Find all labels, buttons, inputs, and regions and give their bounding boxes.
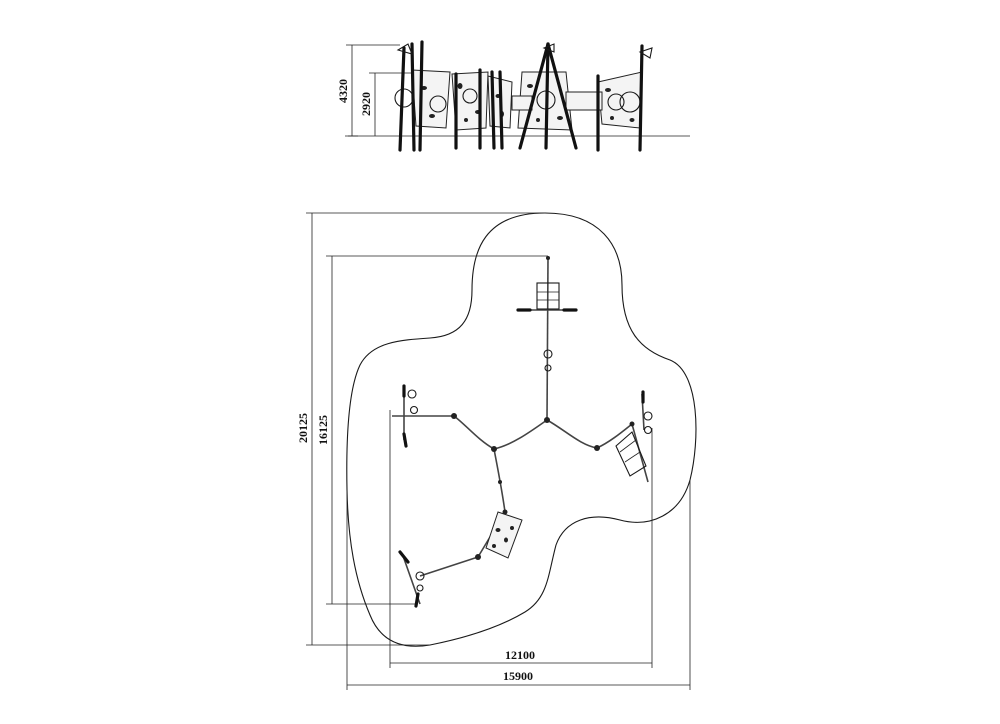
dim-label-20125: 20125 — [296, 413, 310, 443]
plan-hanging-elements — [407, 349, 653, 592]
plan-equipment — [485, 282, 647, 559]
dim-label-12100: 12100 — [505, 648, 535, 662]
plan-rockers — [398, 308, 645, 608]
elevation-posts — [398, 40, 644, 152]
dim-label-2920: 2920 — [359, 92, 373, 116]
plan-view: 20125 16125 12100 15900 — [296, 212, 697, 690]
safety-zone-outline — [346, 212, 697, 647]
dim-plan-depth-equipment: 16125 — [316, 255, 548, 605]
dim-plan-width-equipment: 12100 — [389, 410, 653, 668]
dim-label-15900: 15900 — [503, 669, 533, 683]
plan-nodes — [451, 256, 635, 560]
elevation-post-tops — [396, 43, 653, 59]
dim-plan-depth-overall: 20125 — [296, 212, 545, 646]
dim-label-16125: 16125 — [316, 415, 330, 445]
dim-label-4320: 4320 — [336, 79, 350, 103]
dim-elevation-total: 4320 — [336, 44, 400, 137]
dim-plan-width-overall: 15900 — [346, 480, 691, 690]
elevation-view: 4320 2920 — [336, 40, 690, 152]
